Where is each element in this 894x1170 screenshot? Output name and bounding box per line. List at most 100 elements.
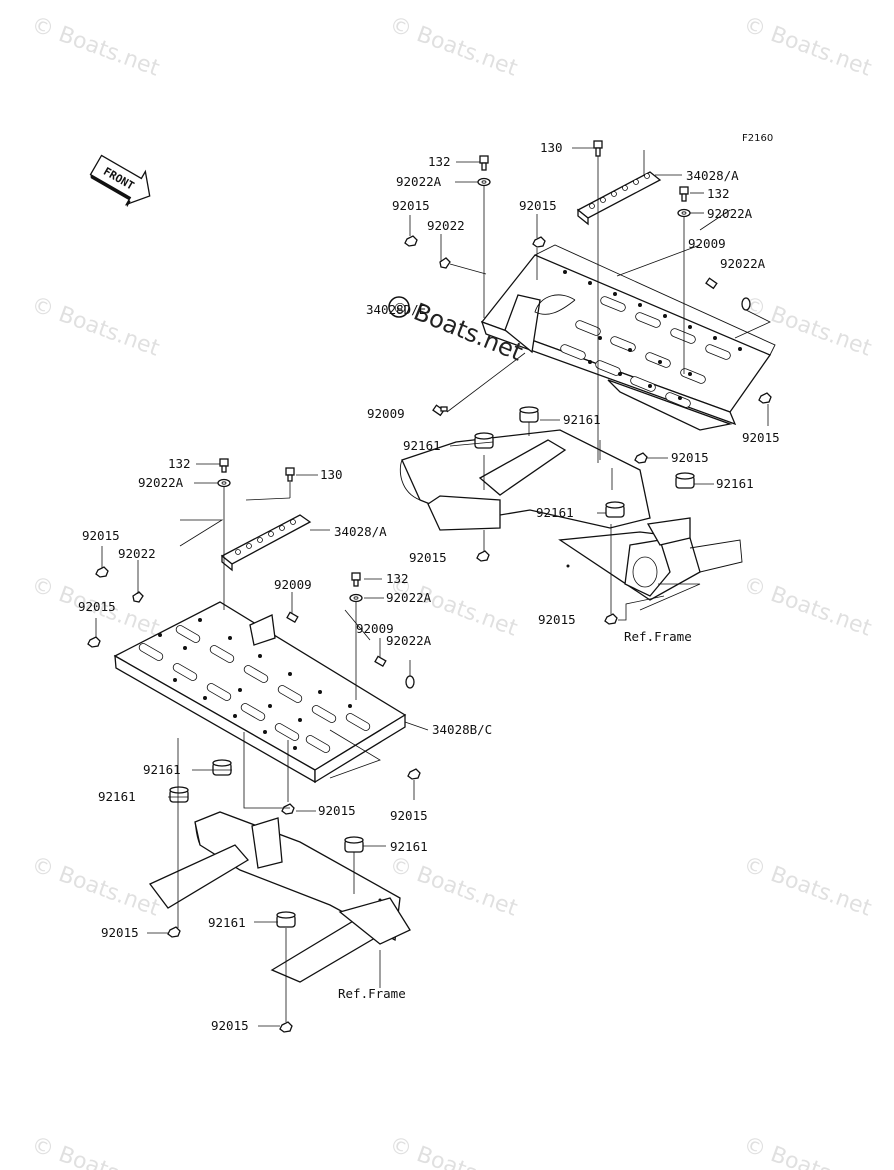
part-label: 92022A <box>707 206 753 221</box>
part-label: 92022A <box>720 256 766 271</box>
watermark: © Boats.net <box>740 852 875 922</box>
nut-icon <box>532 236 546 248</box>
part-label: 92022 <box>427 218 465 233</box>
lower-frame <box>148 811 411 983</box>
watermark: © Boats.net <box>386 12 521 82</box>
nut-icon <box>404 235 418 247</box>
part-label: 92161 <box>716 476 754 491</box>
part-label: 92015 <box>78 599 116 614</box>
washer-icon <box>217 478 231 488</box>
part-labels: 132 92022A 92015 92022 130 34028/A 132 9… <box>78 140 780 1033</box>
upper-leader-lines <box>409 147 771 621</box>
bolt-icon <box>285 467 295 482</box>
part-label: 132 <box>428 154 451 169</box>
part-label: 92161 <box>208 915 246 930</box>
part-label: 92009 <box>688 236 726 251</box>
bolt-icon <box>374 655 387 667</box>
rubber-mount-icon <box>474 432 494 449</box>
rubber-mount-icon <box>169 786 189 803</box>
lower-carrier <box>113 601 407 784</box>
part-label: 92161 <box>98 789 136 804</box>
part-label: 132 <box>168 456 191 471</box>
part-label: 92161 <box>390 839 428 854</box>
upper-deck-rivets <box>563 270 742 400</box>
watermark: © Boats.net <box>28 292 163 362</box>
rubber-mount-icon <box>675 472 695 489</box>
bolt-icon <box>679 186 689 202</box>
part-label: 92022 <box>118 546 156 561</box>
washer-icon <box>349 593 363 603</box>
part-label: 34028D/E <box>366 302 426 317</box>
part-label: 132 <box>707 186 730 201</box>
watermark: © Boats.net <box>28 852 163 922</box>
upper-frame <box>399 429 743 601</box>
part-label: 92022A <box>386 590 432 605</box>
bolt-icon <box>432 404 448 417</box>
rubber-mount-icon <box>519 406 539 423</box>
bolt-icon <box>479 155 489 171</box>
washer-icon <box>741 297 751 311</box>
lower-leader-lines <box>95 463 429 1027</box>
nut-icon <box>758 392 772 404</box>
watermark: © Boats.net <box>28 12 163 82</box>
nut-icon <box>634 452 648 464</box>
part-label: 92161 <box>403 438 441 453</box>
part-label: 92015 <box>409 550 447 565</box>
part-label: Ref.Frame <box>338 986 406 1001</box>
upper-fasteners <box>404 140 772 625</box>
part-label: 92015 <box>519 198 557 213</box>
upper-assembly <box>399 140 776 625</box>
nut-icon <box>604 613 618 625</box>
nut-icon <box>476 550 490 562</box>
part-label: 92015 <box>671 450 709 465</box>
part-label: 92161 <box>143 762 181 777</box>
part-label: 34028/A <box>686 168 739 183</box>
figure-code: F2160 <box>742 133 773 144</box>
part-label: 92015 <box>101 925 139 940</box>
part-label: 34028B/C <box>432 722 492 737</box>
nut-icon <box>167 926 181 938</box>
part-label: 92015 <box>82 528 120 543</box>
part-label: 130 <box>540 140 563 155</box>
part-label: 92015 <box>211 1018 249 1033</box>
part-label: 92009 <box>367 406 405 421</box>
nut-icon <box>95 566 109 578</box>
upper-deck-slots <box>560 296 731 408</box>
watermarks: © Boats.net © Boats.net © Boats.net © Bo… <box>28 12 875 1170</box>
part-label: Ref.Frame <box>624 629 692 644</box>
rubber-mount-icon <box>605 501 625 518</box>
washer-icon <box>677 208 691 218</box>
part-label: 130 <box>320 467 343 482</box>
front-arrow-icon: FRONT <box>89 154 151 208</box>
clip-icon <box>439 257 451 269</box>
rubber-mount-icon <box>212 759 232 776</box>
lower-mount-plate <box>220 514 312 572</box>
rubber-mount-icon <box>276 911 296 928</box>
bolt-icon <box>705 277 718 290</box>
watermark: © Boats.net <box>740 572 875 642</box>
lower-fasteners <box>87 458 421 1033</box>
part-label: 92161 <box>536 505 574 520</box>
nut-icon <box>281 803 295 815</box>
part-label: 132 <box>386 571 409 586</box>
lower-assembly <box>87 458 429 1033</box>
upper-carrier <box>480 244 776 431</box>
part-label: 92022A <box>386 633 432 648</box>
part-label: 92022A <box>138 475 184 490</box>
part-label: 92015 <box>390 808 428 823</box>
nut-icon <box>407 768 421 780</box>
bolt-icon <box>286 611 299 623</box>
washer-icon <box>405 675 415 689</box>
svg-text:©: © <box>393 301 407 317</box>
watermark: © Boats.net <box>28 1132 163 1170</box>
lower-deck-rivets <box>158 618 352 750</box>
bolt-icon <box>593 140 603 157</box>
part-label: 92015 <box>742 430 780 445</box>
watermark: © Boats.net <box>740 12 875 82</box>
part-label: 34028/A <box>334 524 387 539</box>
bolt-icon <box>351 572 361 587</box>
lower-deck-slots <box>138 625 371 753</box>
rubber-mount-icon <box>344 836 364 853</box>
part-label: 92015 <box>318 803 356 818</box>
washer-icon <box>477 177 491 187</box>
